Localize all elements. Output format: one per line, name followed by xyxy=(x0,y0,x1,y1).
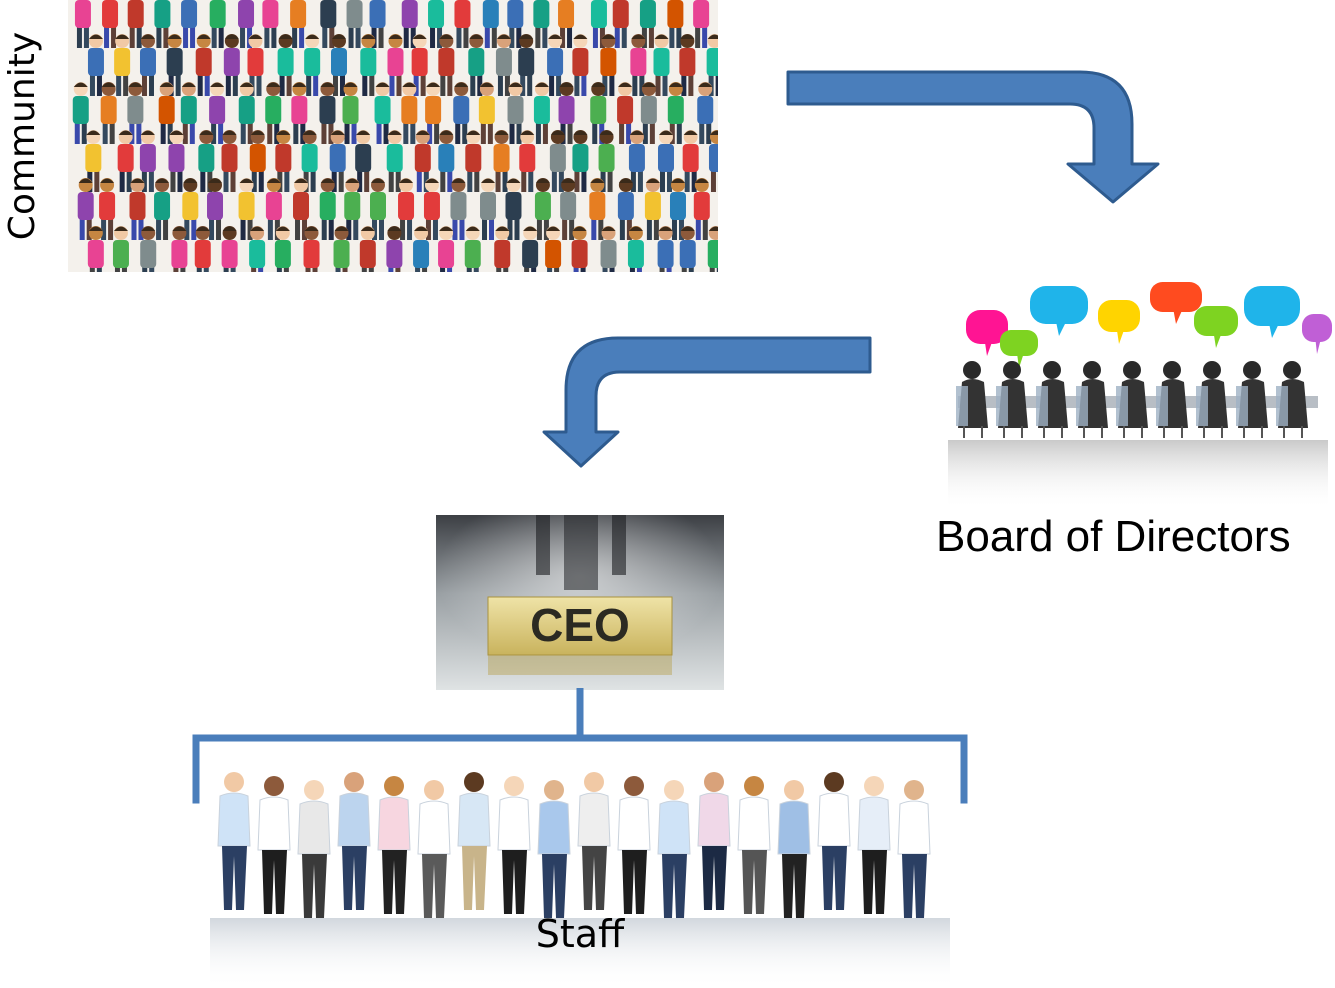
board-meeting-image xyxy=(938,278,1334,520)
staff-illustration xyxy=(210,772,950,988)
org-bracket xyxy=(192,688,968,804)
meeting-illustration xyxy=(948,282,1332,510)
arrow-board-to-ceo xyxy=(542,336,872,468)
crowd-image xyxy=(68,0,718,272)
arrow-community-to-board xyxy=(786,70,1160,204)
staff-label: Staff xyxy=(535,912,625,956)
ceo-sign-image: CEO xyxy=(436,515,724,690)
board-of-directors-label: Board of Directors xyxy=(936,512,1291,561)
ceo-sign-text: CEO xyxy=(530,599,630,651)
community-label: Community xyxy=(2,31,43,241)
staff-group-image xyxy=(210,760,950,988)
crowd-illustration xyxy=(68,0,718,272)
